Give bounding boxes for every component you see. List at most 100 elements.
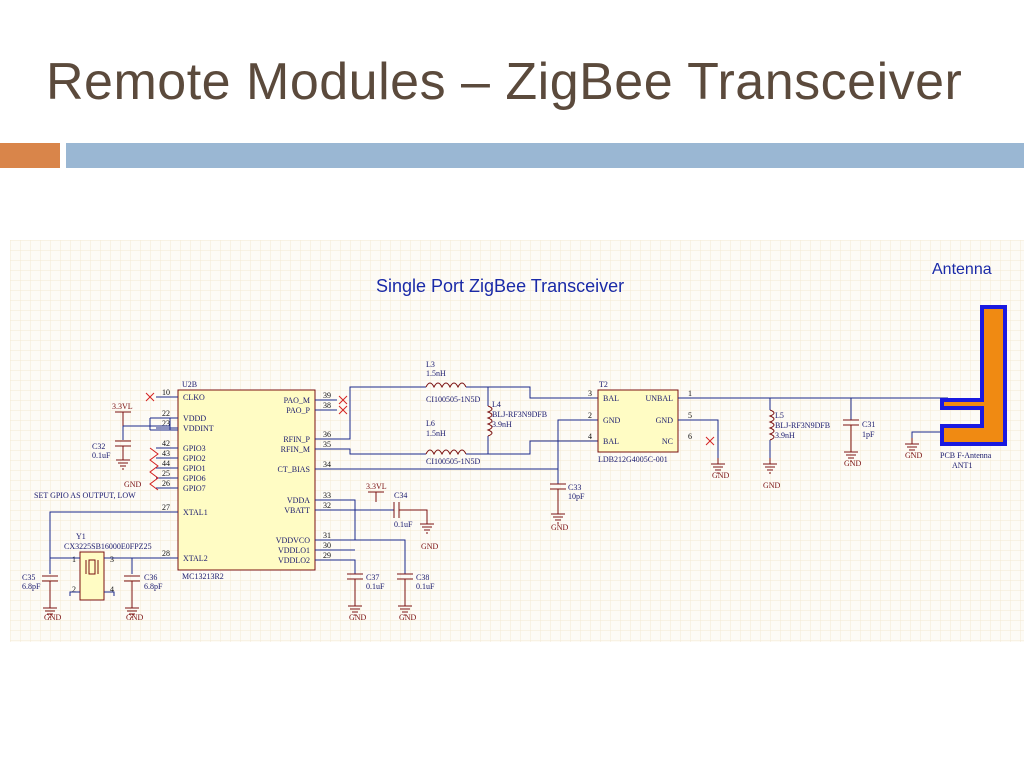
u2b-pin-name: XTAL1 (183, 508, 208, 517)
pcb-f-antenna: PCB F-Antenna ANT1 (940, 305, 1007, 470)
c33-ref: C33 (568, 483, 581, 492)
t2-pin-name: NC (662, 437, 673, 446)
gnd-label-c35: GND (44, 613, 62, 622)
y1-pin1: 1 (72, 555, 76, 564)
accent-bar-blue (66, 143, 1024, 168)
inductor-l4: L4 BLJ-RF3N9DFB 3.9nH (486, 400, 547, 437)
t2-pin-name: GND (656, 416, 674, 425)
y1-part: CX3225SB16000E0FPZ25 (64, 542, 152, 551)
u2b-pin-number: 25 (162, 469, 170, 478)
u2b-pin-name: VDDLO2 (278, 556, 310, 565)
u2b-pin-name: RFIN_P (283, 435, 310, 444)
ant1-name: PCB F-Antenna (940, 451, 992, 460)
c37-ref: C37 (366, 573, 379, 582)
capacitor-c33: C33 10pF (550, 483, 585, 508)
gnd-label-c34: GND (421, 542, 439, 551)
t2-pin-name: GND (603, 416, 621, 425)
capacitor-c36: C36 6.8pF (124, 573, 163, 602)
t2-pin-number: 6 (688, 432, 692, 441)
u2b-pin-number: 26 (162, 479, 170, 488)
gnd-label-c36: GND (126, 613, 144, 622)
capacitor-c38: C38 0.1uF (397, 573, 435, 600)
u2b-pin-name: PAO_M (284, 396, 310, 405)
c34-value: 0.1uF (394, 520, 413, 529)
u2b-pin-number: 29 (323, 551, 331, 560)
t2-pin-number: 1 (688, 389, 692, 398)
l4-part: BLJ-RF3N9DFB (492, 410, 547, 419)
c33-value: 10pF (568, 492, 585, 501)
u2b-pin-number: 36 (323, 430, 331, 439)
gnd-label-c32: GND (124, 480, 142, 489)
u2b-pin-name: VDDD (183, 414, 206, 423)
l6-ref: L6 (426, 419, 435, 428)
u2b-pin-name: GPIO2 (183, 454, 206, 463)
c38-value: 0.1uF (416, 582, 435, 591)
t2-pin-number: 2 (588, 411, 592, 420)
u2b-pin-name: CLKO (183, 393, 205, 402)
u2b-pin-number: 10 (162, 388, 170, 397)
u2b-pin-number: 22 (162, 409, 170, 418)
u2b-chip: U2B MC13213R2 10CLKO22VDDD23VDDINT42GPIO… (156, 380, 337, 581)
l5-value: 3.9nH (775, 431, 795, 440)
power-label-3v3-left: 3.3VL (112, 402, 133, 411)
c38-ref: C38 (416, 573, 429, 582)
schematic-image: Single Port ZigBee Transceiver Antenna U… (10, 240, 1024, 642)
u2b-pin-name: GPIO6 (183, 474, 206, 483)
u2b-pin-name: RFIN_M (281, 445, 310, 454)
c31-ref: C31 (862, 420, 875, 429)
gnd-label-c33: GND (551, 523, 569, 532)
l3-part: CI100505-1N5D (426, 395, 480, 404)
u2b-pin-name: GPIO7 (183, 484, 206, 493)
t2-pin-number: 3 (588, 389, 592, 398)
u2b-pin-number: 38 (323, 401, 331, 410)
gnd-label-c37: GND (349, 613, 367, 622)
l5-part: BLJ-RF3N9DFB (775, 421, 830, 430)
l3-value: 1.5nH (426, 369, 446, 378)
c34-ref: C34 (394, 491, 407, 500)
u2b-pin-name: VBATT (284, 506, 310, 515)
u2b-pin-number: 31 (323, 531, 331, 540)
t2-pin-name: BAL (603, 437, 619, 446)
schematic-title: Single Port ZigBee Transceiver (376, 276, 624, 296)
u2b-pin-number: 42 (162, 439, 170, 448)
capacitor-c32: C32 0.1uF (92, 440, 131, 460)
t2-pin-name: BAL (603, 394, 619, 403)
c32-value: 0.1uF (92, 451, 111, 460)
u2b-pin-name: XTAL2 (183, 554, 208, 563)
c36-value: 6.8pF (144, 582, 163, 591)
l5-ref: L5 (775, 411, 784, 420)
u2b-pin-number: 44 (162, 459, 170, 468)
ant1-ref: ANT1 (952, 461, 972, 470)
slide-title: Remote Modules – ZigBee Transceiver (46, 53, 963, 111)
l3-ref: L3 (426, 360, 435, 369)
gnd-label-c31: GND (844, 459, 862, 468)
crystal-y1: Y1 CX3225SB16000E0FPZ25 1 2 3 4 (64, 532, 152, 601)
u2b-pin-name: PAO_P (286, 406, 310, 415)
l4-value: 3.9nH (492, 420, 512, 429)
power-label-3v3-right: 3.3VL (366, 482, 387, 491)
u2b-pin-name: VDDA (287, 496, 310, 505)
l6-part: CI100505-1N5D (426, 457, 480, 466)
u2b-pin-number: 34 (323, 460, 331, 469)
u2b-pin-name: GPIO1 (183, 464, 206, 473)
c37-value: 0.1uF (366, 582, 385, 591)
t2-pin-number: 4 (588, 432, 592, 441)
y1-ref: Y1 (76, 532, 86, 541)
l4-ref: L4 (492, 400, 501, 409)
inductor-l3: L3 1.5nH CI100505-1N5D (425, 360, 480, 404)
u2b-pin-number: 30 (323, 541, 331, 550)
c31-value: 1pF (862, 430, 875, 439)
y1-pin4: 4 (110, 585, 114, 594)
u2b-pin-name: VDDINT (183, 424, 214, 433)
t2-ref: T2 (599, 380, 608, 389)
gpio-note: SET GPIO AS OUTPUT, LOW (34, 491, 136, 500)
y1-pin3: 3 (110, 555, 114, 564)
inductor-l6: L6 1.5nH CI100505-1N5D (425, 419, 480, 466)
u2b-ref: U2B (182, 380, 197, 389)
u2b-pin-number: 43 (162, 449, 170, 458)
gnd-label-l5: GND (763, 481, 781, 490)
c35-ref: C35 (22, 573, 35, 582)
l6-value: 1.5nH (426, 429, 446, 438)
